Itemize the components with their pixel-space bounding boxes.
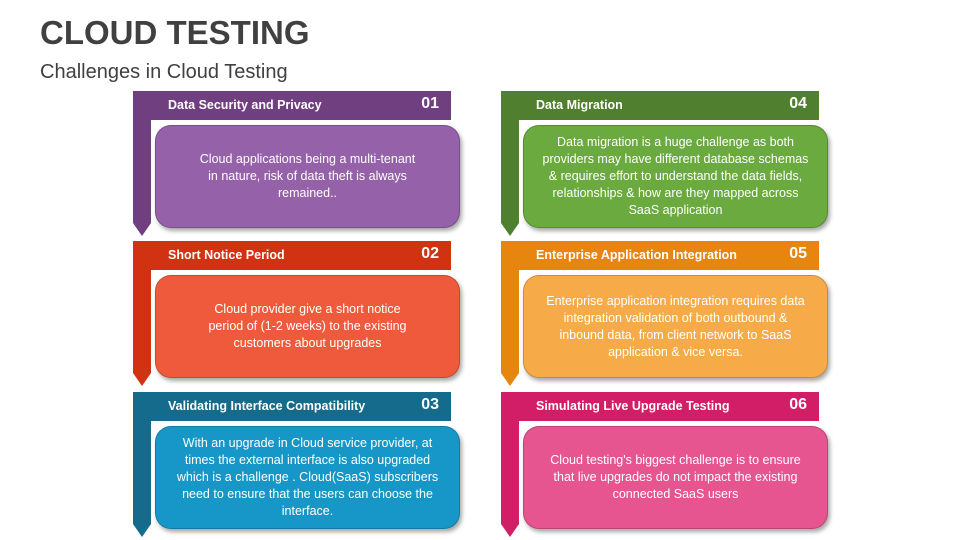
card-header: Data Migration 04 <box>501 91 819 120</box>
page-subtitle: Challenges in Cloud Testing <box>40 61 288 83</box>
card-description-box: Cloud provider give a short notice perio… <box>155 275 460 378</box>
card-number: 04 <box>789 95 807 112</box>
card-description: Cloud testing's biggest challenge is to … <box>550 453 801 501</box>
card-header: Enterprise Application Integration 05 <box>501 241 819 270</box>
card-description-box: With an upgrade in Cloud service provide… <box>155 426 460 529</box>
card-title: Data Security and Privacy <box>168 98 322 112</box>
card-description: Cloud applications being a multi-tenant … <box>199 152 416 200</box>
card-header: Data Security and Privacy 01 <box>133 91 451 120</box>
card-header: Validating Interface Compatibility 03 <box>133 392 451 421</box>
card-description: Enterprise application integration requi… <box>546 293 805 359</box>
card-number: 03 <box>421 396 439 413</box>
card-description: Cloud provider give a short notice perio… <box>208 302 407 350</box>
challenge-card-01: Data Security and Privacy 01 Cloud appli… <box>133 91 463 241</box>
challenge-card-06: Simulating Live Upgrade Testing 06 Cloud… <box>501 392 831 540</box>
card-description: Data migration is a huge challenge as bo… <box>542 135 809 217</box>
card-description-box: Cloud applications being a multi-tenant … <box>155 125 460 228</box>
card-title: Validating Interface Compatibility <box>168 399 366 413</box>
card-number: 06 <box>789 396 807 413</box>
challenge-card-02: Short Notice Period 02 Cloud provider gi… <box>133 241 463 391</box>
arrow-strip <box>501 392 519 537</box>
card-description-box: Data migration is a huge challenge as bo… <box>523 125 828 228</box>
arrow-strip <box>133 91 151 236</box>
arrow-strip <box>501 241 519 386</box>
card-description-box: Cloud testing's biggest challenge is to … <box>523 426 828 529</box>
card-header: Short Notice Period 02 <box>133 241 451 270</box>
arrow-strip <box>133 392 151 537</box>
challenge-card-04: Data Migration 04 Data migration is a hu… <box>501 91 831 241</box>
arrow-strip <box>133 241 151 386</box>
challenge-card-03: Validating Interface Compatibility 03 Wi… <box>133 392 463 540</box>
card-title: Short Notice Period <box>168 248 285 262</box>
arrow-strip <box>501 91 519 236</box>
card-description-box: Enterprise application integration requi… <box>523 275 828 378</box>
card-title: Data Migration <box>536 98 623 112</box>
challenge-card-05: Enterprise Application Integration 05 En… <box>501 241 831 391</box>
card-title: Simulating Live Upgrade Testing <box>536 399 730 413</box>
card-number: 02 <box>421 245 439 262</box>
card-header: Simulating Live Upgrade Testing 06 <box>501 392 819 421</box>
card-description: With an upgrade in Cloud service provide… <box>176 436 439 518</box>
card-number: 05 <box>789 245 807 262</box>
card-number: 01 <box>421 95 439 112</box>
card-title: Enterprise Application Integration <box>536 248 737 262</box>
page-title: CLOUD TESTING <box>40 14 310 51</box>
